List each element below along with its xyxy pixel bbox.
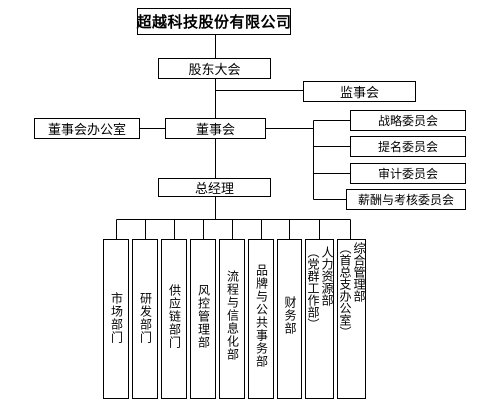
committee-box-nomination: 提名委员会 xyxy=(350,136,466,157)
department-sublabel: （党群工作部） xyxy=(306,246,320,330)
department-label: 品牌与公共事务部 xyxy=(254,264,269,368)
company-box: 超越科技股份有限公司 xyxy=(137,8,291,35)
department-label: 市场部门 xyxy=(109,292,124,344)
committee-box-strategy: 战略委员会 xyxy=(350,110,466,131)
department-box-process-it: 流程与信息化部 xyxy=(219,239,245,399)
department-box-brand-public-affairs: 品牌与公共事务部 xyxy=(248,239,274,399)
department-sublabel: （首总支办公室） xyxy=(338,242,352,338)
department-box-finance: 财务部 xyxy=(277,239,302,399)
department-box-risk-control: 风控管理部 xyxy=(190,239,216,399)
supervisory-board-box: 监事会 xyxy=(303,81,416,102)
department-box-general-management: 综合管理部 （首总支办公室） xyxy=(337,239,366,399)
department-box-hr: 人力资源部 （党群工作部） xyxy=(305,239,334,399)
board-office-box: 董事会办公室 xyxy=(34,118,140,139)
board-of-directors-box: 董事会 xyxy=(165,118,266,139)
department-label: 财务部 xyxy=(283,296,297,335)
committee-box-compensation: 薪酬与考核委员会 xyxy=(346,189,466,210)
shareholders-meeting-box: 股东大会 xyxy=(158,58,271,79)
department-label: 人力资源部 xyxy=(320,246,334,306)
department-label: 供应链部门 xyxy=(167,284,182,349)
department-label: 综合管理部 xyxy=(352,242,366,302)
department-box-supply-chain: 供应链部门 xyxy=(161,239,187,399)
department-box-rnd: 研发部门 xyxy=(132,239,158,399)
department-label: 风控管理部 xyxy=(196,284,211,349)
general-manager-box: 总经理 xyxy=(158,178,271,197)
department-label: 研发部门 xyxy=(138,292,153,344)
department-label: 流程与信息化部 xyxy=(225,270,240,361)
committee-box-audit: 审计委员会 xyxy=(350,163,466,184)
department-box-marketing: 市场部门 xyxy=(103,239,129,399)
